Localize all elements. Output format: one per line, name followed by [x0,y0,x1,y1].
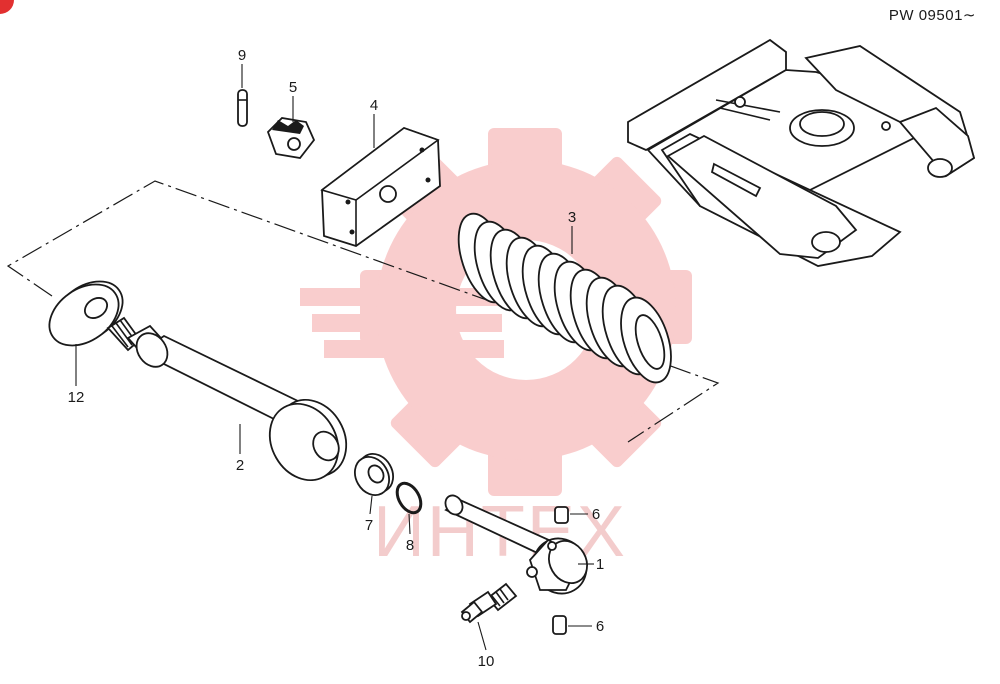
serial-range-label: PW 09501∼ [888,7,976,24]
part-2-rod [106,316,348,482]
callout-10: 10 [478,653,495,670]
part-4-plate [320,126,441,247]
part-6-dowel-upper [554,506,569,524]
callout-12: 12 [68,389,85,406]
part-6-dowel-lower [552,615,567,635]
part-10-grease-fitting [460,582,518,624]
part-12-washer [48,280,124,347]
part-3-spring [457,212,672,384]
leader-lines [75,64,594,651]
part-5-castle-nut [266,117,316,159]
watermark-logo [300,128,692,496]
part-9-pin [237,89,248,127]
callout-9: 9 [238,47,246,64]
part-8-o-ring [395,481,423,515]
callout-labels: 9 5 4 3 12 2 7 8 6 1 6 10 [68,47,605,670]
assembly-frame [6,180,720,443]
callout-3: 3 [568,209,576,226]
part-7-bushing [354,453,394,496]
part-1-pin [444,494,588,595]
undercarriage-reference-view [627,38,976,267]
callout-5: 5 [289,79,297,96]
callout-2: 2 [236,457,244,474]
callout-7: 7 [365,517,373,534]
callout-6-lower: 6 [596,618,604,635]
callout-4: 4 [370,97,378,114]
callout-1: 1 [596,556,604,573]
callout-6-upper: 6 [592,506,600,523]
callout-8: 8 [406,537,414,554]
